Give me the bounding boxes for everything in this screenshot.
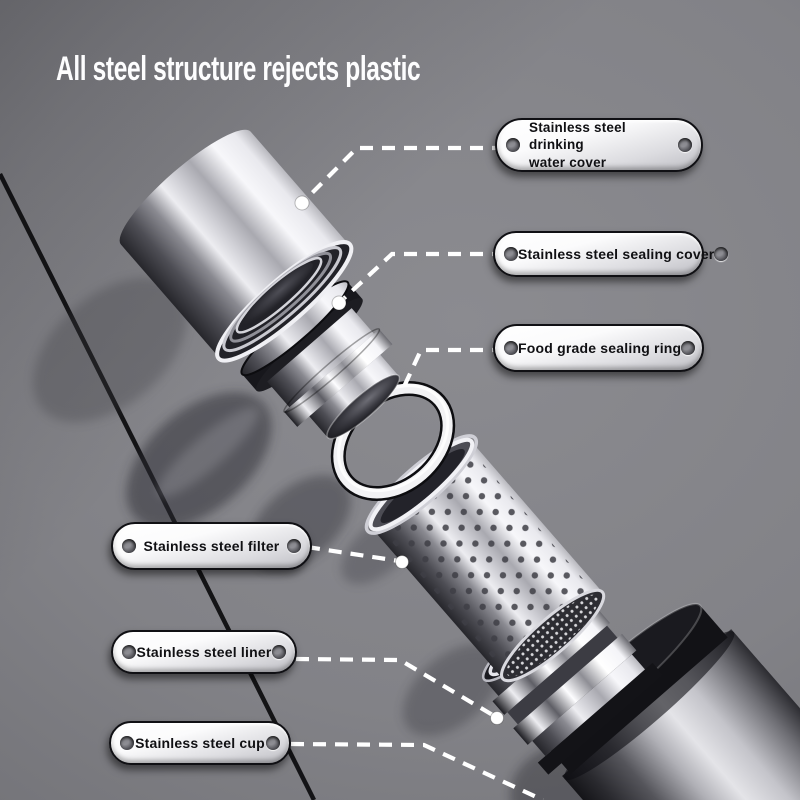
label-drinking-water-cover: Stainless steel drinking water cover <box>495 118 703 172</box>
label-text: Stainless steel sealing cover <box>518 245 715 262</box>
connector-drinking-cover <box>301 145 505 204</box>
rivet-hole-icon <box>122 645 136 659</box>
drinking-cover-part <box>119 129 354 363</box>
dot-liner <box>490 711 504 725</box>
rivet-hole-icon <box>714 247 729 261</box>
dot-filter <box>395 555 409 569</box>
rivet-hole-icon <box>120 736 134 750</box>
label-cup: Stainless steel cup <box>109 721 291 765</box>
label-text: Stainless steel filter <box>143 537 280 554</box>
connector-lines <box>290 145 544 800</box>
filter-part <box>364 434 606 683</box>
connector-sealing-cover <box>338 251 505 304</box>
label-sealing-cover: Stainless steel sealing cover <box>493 231 729 277</box>
connector-filter <box>306 544 400 564</box>
rivet-hole-icon <box>506 138 520 152</box>
label-filter: Stainless steel filter <box>111 522 312 570</box>
rivet-hole-icon <box>504 341 518 355</box>
connector-cup <box>290 741 544 800</box>
label-text: Stainless steel liner <box>136 643 272 660</box>
rivet-hole-icon <box>266 736 280 750</box>
label-liner: Stainless steel liner <box>111 630 297 674</box>
connector-dots <box>294 195 504 725</box>
rivet-hole-icon <box>272 645 286 659</box>
label-text: Stainless steel drinking water cover <box>529 119 626 170</box>
rivet-hole-icon <box>678 138 692 152</box>
page-title: All steel structure rejects plastic <box>56 50 421 88</box>
label-text: Food grade sealing ring <box>518 339 682 356</box>
rivet-hole-icon <box>504 247 518 261</box>
label-sealing-ring: Food grade sealing ring <box>493 324 704 372</box>
label-text: Stainless steel cup <box>135 734 265 751</box>
rivet-hole-icon <box>287 539 301 553</box>
connector-sealing-ring <box>400 347 505 392</box>
connector-liner <box>295 656 498 719</box>
rivet-hole-icon <box>122 539 136 553</box>
dot-sealing-cover <box>331 295 347 311</box>
rivet-hole-icon <box>681 341 696 355</box>
dot-drinking-cover <box>294 195 310 211</box>
sealing-cover-part <box>240 280 401 440</box>
